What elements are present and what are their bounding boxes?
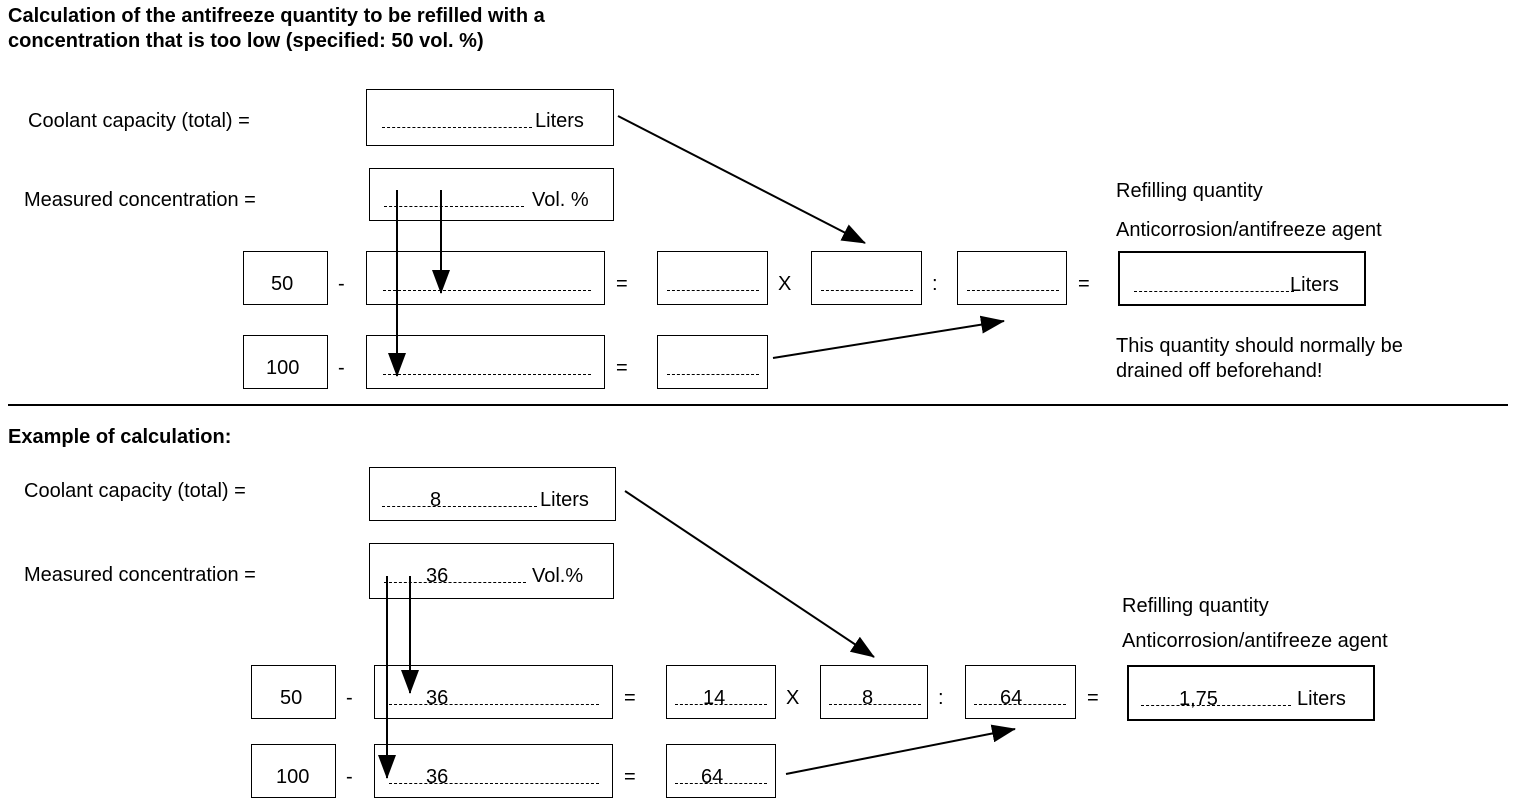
blank-line [675,783,767,784]
template-capacity-box [811,251,922,305]
blank-line [667,374,759,375]
example-result-box: 1,75 Liters [1127,665,1375,721]
template-title-line1: Calculation of the antifreeze quantity t… [8,5,545,27]
equals-sign: = [624,687,636,709]
example-capacity-box: 8 [820,665,928,719]
example-measured-unit: Vol.% [532,565,584,587]
times-sign: X [786,687,800,709]
template-divisor-box [957,251,1067,305]
template-result-unit: Liters [1290,274,1339,296]
arrow-example-row2-to-divisor [785,724,1016,775]
example-row2-diff-box: 64 [666,744,776,798]
equals-sign: = [1078,273,1090,295]
template-refill-label2: Anticorrosion/antifreeze agent [1116,219,1382,241]
blank-line [389,783,599,784]
template-result-box: Liters [1118,251,1366,306]
template-note-line1: This quantity should normally be [1116,335,1403,357]
example-measured-value: 36 [426,565,449,587]
minus-sign: - [338,273,345,295]
example-row2-const-box: 100 [251,744,336,798]
example-divisor: 64 [1000,687,1023,709]
template-coolant-unit: Liters [535,110,584,132]
example-result-unit: Liters [1297,688,1346,710]
example-coolant-value: 8 [430,489,442,511]
template-coolant-label: Coolant capacity (total) = [28,110,250,132]
template-coolant-box: Liters [366,89,614,146]
blank-line [383,290,591,291]
blank-line [383,374,591,375]
example-result-value: 1,75 [1179,688,1218,710]
example-row1-diff: 14 [703,687,726,709]
example-coolant-label: Coolant capacity (total) = [24,480,246,502]
example-row1-diff-box: 14 [666,665,776,719]
divide-sign: : [938,687,944,709]
blank-line [384,206,524,207]
times-sign: X [778,273,792,295]
example-row2-const: 100 [276,766,310,788]
blank-line [384,582,526,583]
example-refill-label2: Anticorrosion/antifreeze agent [1122,630,1388,652]
example-row2-measured-box: 36 [374,744,613,798]
blank-line [382,127,532,128]
template-refill-label1: Refilling quantity [1116,180,1263,202]
blank-line [1141,705,1291,706]
divide-sign: : [932,273,938,295]
template-row2-const-box: 100 [243,335,328,389]
template-row2-diff-box [657,335,768,389]
example-row1-const-box: 50 [251,665,336,719]
blank-line [967,290,1059,291]
template-row1-diff-box [657,251,768,305]
example-row2-diff: 64 [701,766,724,788]
blank-line [667,290,759,291]
minus-sign: - [338,357,345,379]
example-row1-const: 50 [280,687,303,709]
template-row2-const: 100 [266,357,300,379]
equals-sign: = [1087,687,1099,709]
arrow-row2-to-divisor [772,315,1005,359]
blank-line [974,704,1066,705]
example-coolant-box: 8 Liters [369,467,616,521]
template-note-line2: drained off beforehand! [1116,360,1323,382]
template-row1-measured-box [366,251,605,305]
blank-line [821,290,913,291]
example-refill-label1: Refilling quantity [1122,595,1269,617]
arrow-capacity-to-multiplier [617,115,866,244]
minus-sign: - [346,766,353,788]
minus-sign: - [346,687,353,709]
blank-line [1134,291,1294,292]
example-divisor-box: 64 [965,665,1076,719]
blank-line [829,704,921,705]
example-capacity: 8 [862,687,874,709]
template-title-line2: concentration that is too low (specified… [8,30,484,52]
blank-line [382,506,537,507]
blank-line [389,704,599,705]
template-measured-label: Measured concentration = [24,189,256,211]
equals-sign: = [616,357,628,379]
equals-sign: = [616,273,628,295]
template-measured-box: Vol. % [369,168,614,221]
equals-sign: = [624,766,636,788]
example-measured-label: Measured concentration = [24,564,256,586]
example-coolant-unit: Liters [540,489,589,511]
section-divider [8,404,1508,406]
blank-line [675,704,767,705]
example-row1-measured: 36 [426,687,449,709]
arrow-example-capacity-to-multiplier [624,490,875,658]
template-row1-const: 50 [271,273,294,295]
example-title: Example of calculation: [8,426,232,448]
template-measured-unit: Vol. % [532,189,589,211]
template-row1-const-box: 50 [243,251,328,305]
example-row2-measured: 36 [426,766,449,788]
